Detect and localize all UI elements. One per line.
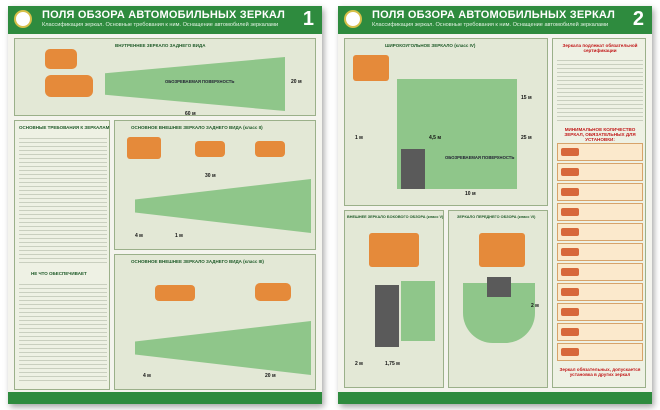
- van-icon: [195, 141, 225, 157]
- dim-20m-b: 20 м: [265, 373, 276, 379]
- car-icon: [561, 148, 579, 156]
- dim-175m: 1,75 м: [385, 361, 400, 367]
- inner-mirror-label: ВНУТРЕННЕЕ ЗЕРКАЛО ЗАДНЕГО ВИДА: [115, 43, 206, 48]
- vehicle-card-3: [557, 183, 643, 201]
- vehicle-card-6: [557, 243, 643, 261]
- emblem-icon: [14, 10, 32, 28]
- car-icon: [255, 283, 291, 301]
- class-3-label: ОСНОВНОЕ ВНЕШНЕЕ ЗЕРКАЛО ЗАДНЕГО ВИДА (к…: [131, 259, 264, 264]
- car-side-view: [45, 49, 77, 69]
- class-2-zone: [135, 179, 311, 233]
- vehicle-card-1: [557, 143, 643, 161]
- emblem-icon: [344, 10, 362, 28]
- poster-1-title: ПОЛЯ ОБЗОРА АВТОМОБИЛЬНЫХ ЗЕРКАЛ: [42, 9, 286, 21]
- panel-front-mirror: ЗЕРКАЛО ПЕРЕДНЕГО ОБЗОРА (класс VI) 2 м: [448, 210, 548, 388]
- bottom-note: Зеркал обязательных, допускается установ…: [559, 367, 641, 377]
- car-top-view: [45, 75, 93, 97]
- dim-4m: 4 м: [135, 233, 143, 239]
- vehicle-card-5: [557, 223, 643, 241]
- requirements-text-block: [19, 135, 107, 265]
- requirements-heading: ОСНОВНЫЕ ТРЕБОВАНИЯ К ЗЕРКАЛАМ: [19, 125, 110, 130]
- cert-text-block: [557, 57, 643, 121]
- side-zone: [401, 281, 435, 341]
- dim-45m: 4,5 м: [429, 135, 442, 141]
- truck-icon: [127, 137, 161, 159]
- tractor-icon: [561, 308, 579, 316]
- not-allowed-heading: НЕ ЧТО ОБЕСПЕЧИВАЕТ: [31, 271, 87, 276]
- vehicle-card-11: [557, 343, 643, 361]
- panel-right-column: Зеркала подлежат обязательной сертификац…: [552, 38, 646, 388]
- poster-1-subtitle: Классификация зеркал. Основные требовани…: [42, 22, 279, 28]
- panel-inner-mirror: ВНУТРЕННЕЕ ЗЕРКАЛО ЗАДНЕГО ВИДА ОБОЗРЕВА…: [14, 38, 316, 117]
- truck-top-icon: [487, 277, 511, 297]
- wide-angle-label: ШИРОКОУГОЛЬНОЕ ЗЕРКАЛО (класс IV): [385, 43, 476, 48]
- poster-1: ПОЛЯ ОБЗОРА АВТОМОБИЛЬНЫХ ЗЕРКАЛ Классиф…: [8, 6, 322, 404]
- poster-1-header: ПОЛЯ ОБЗОРА АВТОМОБИЛЬНЫХ ЗЕРКАЛ Классиф…: [8, 6, 322, 34]
- dim-1m: 1 м: [175, 233, 183, 239]
- panel-class-3: ОСНОВНОЕ ВНЕШНЕЕ ЗЕРКАЛО ЗАДНЕГО ВИДА (к…: [114, 254, 316, 390]
- poster-2-header: ПОЛЯ ОБЗОРА АВТОМОБИЛЬНЫХ ЗЕРКАЛ Классиф…: [338, 6, 652, 34]
- min-mirrors-heading: МИНИМАЛЬНОЕ КОЛИЧЕСТВО ЗЕРКАЛ, ОБЯЗАТЕЛЬ…: [564, 127, 636, 142]
- truck-icon: [369, 233, 419, 267]
- not-allowed-text-block: [19, 281, 107, 381]
- poster-1-number: 1: [302, 8, 314, 30]
- poster-2: ПОЛЯ ОБЗОРА АВТОМОБИЛЬНЫХ ЗЕРКАЛ Классиф…: [338, 6, 652, 404]
- panel-wide-angle: ШИРОКОУГОЛЬНОЕ ЗЕРКАЛО (класс IV) ОБОЗРЕ…: [344, 38, 548, 206]
- panel-requirements: ОСНОВНЫЕ ТРЕБОВАНИЯ К ЗЕРКАЛАМ НЕ ЧТО ОБ…: [14, 120, 110, 390]
- side-mirror-label: ВНЕШНЕЕ ЗЕРКАЛО БОКОВОГО ОБЗОРА (класс V…: [347, 215, 444, 219]
- poster-2-number: 2: [632, 8, 644, 30]
- truck-top-icon: [401, 149, 425, 189]
- dim-10m: 10 м: [465, 191, 476, 197]
- truck-top-icon: [375, 285, 399, 347]
- vehicle-card-10: [557, 323, 643, 341]
- class-3-zone: [135, 321, 311, 375]
- truck-icon: [561, 288, 579, 296]
- observed-surface-label-2: ОБОЗРЕВАЕМАЯ ПОВЕРХНОСТЬ: [445, 155, 515, 160]
- dim-2m-b: 2 м: [531, 303, 539, 309]
- truck-icon: [561, 188, 579, 196]
- front-mirror-label: ЗЕРКАЛО ПЕРЕДНЕГО ОБЗОРА (класс VI): [457, 215, 536, 219]
- truck-icon: [561, 228, 579, 236]
- bus-icon: [561, 268, 579, 276]
- observed-surface-label: ОБОЗРЕВАЕМАЯ ПОВЕРХНОСТЬ: [165, 79, 235, 84]
- truck-icon: [561, 348, 579, 356]
- vehicle-card-7: [557, 263, 643, 281]
- dim-4m-b: 4 м: [143, 373, 151, 379]
- poster-1-footer: [8, 392, 322, 404]
- truck-front-icon: [353, 55, 389, 81]
- poster-2-footer: [338, 392, 652, 404]
- vehicle-card-2: [557, 163, 643, 181]
- dim-25m: 25 м: [521, 135, 532, 141]
- dim-60m: 60 м: [185, 111, 196, 117]
- minibus-icon: [255, 141, 285, 157]
- dim-1m-b: 1 м: [355, 135, 363, 141]
- dim-2m: 2 м: [355, 361, 363, 367]
- pickup-icon: [155, 285, 195, 301]
- tractor-icon: [561, 248, 579, 256]
- dim-20m: 20 м: [291, 79, 302, 85]
- bus-icon: [561, 208, 579, 216]
- trailer-icon: [561, 328, 579, 336]
- view-zone: [105, 57, 285, 111]
- dim-30m: 30 м: [205, 173, 216, 179]
- class-2-label: ОСНОВНОЕ ВНЕШНЕЕ ЗЕРКАЛО ЗАДНЕГО ВИДА (к…: [131, 125, 263, 130]
- truck-icon: [479, 233, 525, 267]
- poster-2-subtitle: Классификация зеркал. Основные требовани…: [372, 22, 609, 28]
- poster-2-title: ПОЛЯ ОБЗОРА АВТОМОБИЛЬНЫХ ЗЕРКАЛ: [372, 9, 616, 21]
- dim-15m: 15 м: [521, 95, 532, 101]
- cert-heading: Зеркала подлежат обязательной сертификац…: [562, 43, 638, 53]
- vehicle-card-8: [557, 283, 643, 301]
- panel-class-2: ОСНОВНОЕ ВНЕШНЕЕ ЗЕРКАЛО ЗАДНЕГО ВИДА (к…: [114, 120, 316, 250]
- panel-side-mirror: ВНЕШНЕЕ ЗЕРКАЛО БОКОВОГО ОБЗОРА (класс V…: [344, 210, 444, 388]
- vehicle-card-4: [557, 203, 643, 221]
- van-icon: [561, 168, 579, 176]
- vehicle-card-9: [557, 303, 643, 321]
